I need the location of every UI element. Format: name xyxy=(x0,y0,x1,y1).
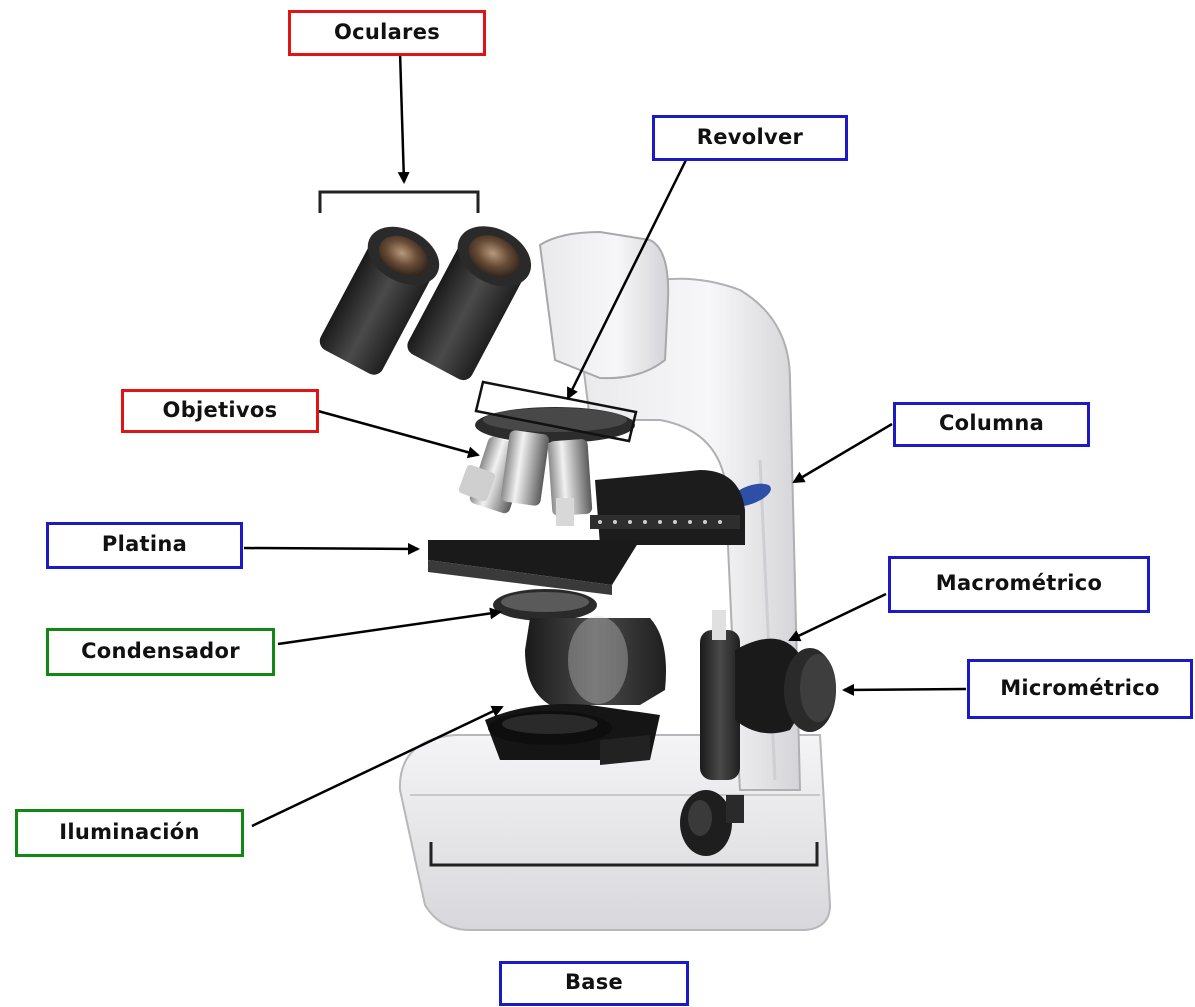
arrow-macrometrico xyxy=(790,594,886,640)
label-revolver-text: Revolver xyxy=(697,125,803,149)
label-micrometrico-text: Micrométrico xyxy=(1000,676,1160,700)
label-platina-text: Platina xyxy=(102,532,187,556)
illumination-port xyxy=(485,704,660,765)
stage-plate xyxy=(428,540,640,595)
objectives xyxy=(458,430,593,526)
arrow-columna xyxy=(794,424,892,482)
label-columna-text: Columna xyxy=(939,411,1044,435)
arrow-oculares xyxy=(400,52,404,182)
label-iluminacion-text: Iluminación xyxy=(59,820,200,844)
eyepieces xyxy=(314,192,542,385)
arrow-condensador xyxy=(278,612,500,644)
label-oculares-text: Oculares xyxy=(334,20,440,44)
label-condensador: Condensador xyxy=(46,628,275,676)
label-macrometrico-text: Macrométrico xyxy=(936,571,1103,595)
label-revolver: Revolver xyxy=(652,115,848,161)
stage-mechanism xyxy=(590,470,745,545)
condenser xyxy=(493,589,666,705)
label-platina: Platina xyxy=(46,522,243,569)
label-base: Base xyxy=(499,961,689,1006)
label-macrometrico: Macrométrico xyxy=(888,556,1150,613)
arrow-objetivos xyxy=(318,411,478,455)
arrow-micrometrico xyxy=(844,689,966,690)
label-micrometrico: Micrométrico xyxy=(967,659,1193,719)
label-base-text: Base xyxy=(565,970,623,994)
label-objetivos: Objetivos xyxy=(121,389,319,433)
label-iluminacion: Iluminación xyxy=(15,809,244,857)
arrow-platina xyxy=(244,548,418,549)
label-objetivos-text: Objetivos xyxy=(163,398,278,422)
label-oculares: Oculares xyxy=(288,10,486,56)
label-condensador-text: Condensador xyxy=(81,639,240,663)
label-columna: Columna xyxy=(893,402,1090,447)
